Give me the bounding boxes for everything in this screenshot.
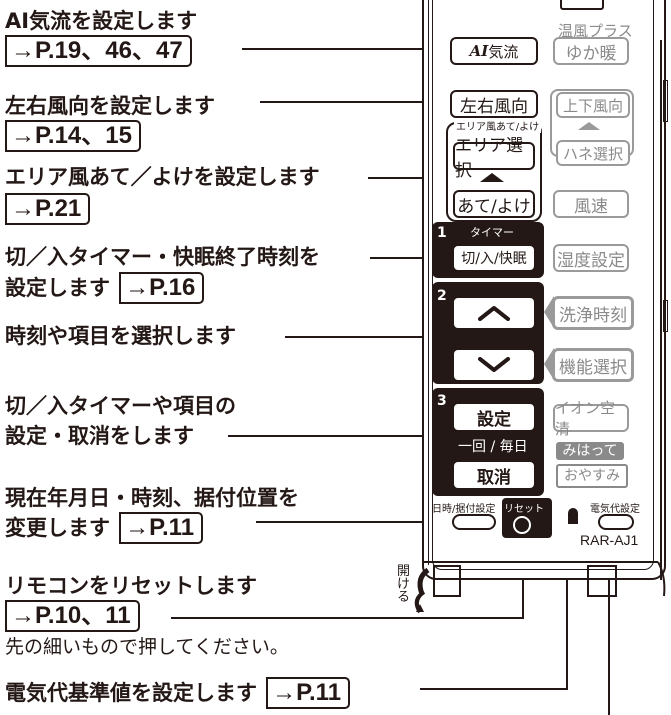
date-setting-label: 日時/据付設定 <box>432 504 496 515</box>
kino-sentaku-button[interactable]: 機能選択 <box>552 348 634 382</box>
kino-arrow-tip <box>544 348 554 380</box>
hane-sentaku-button[interactable]: ハネ選択 <box>556 140 630 166</box>
timer-leader-line <box>370 257 452 259</box>
reset-hole-button[interactable] <box>513 516 531 534</box>
lr-label: 左右風向を設定します <box>5 94 215 118</box>
open-arrow-icon <box>414 590 426 614</box>
reset-label: リモコンをリセットします <box>5 574 257 598</box>
reset-small-label: リセット <box>504 504 544 515</box>
area-triangle-icon <box>480 173 504 182</box>
elec-leader-v <box>566 518 568 690</box>
date-page-ref[interactable]: →P.11 <box>119 512 204 544</box>
remote-top-window <box>560 0 604 10</box>
step-3-number: 3 <box>437 393 447 409</box>
area-page-ref[interactable]: →P.21 <box>5 193 91 225</box>
elec-label: 電気代基準値を設定します <box>5 681 257 705</box>
ichikai-mainichi-label: 一回 / 毎日 <box>458 439 528 455</box>
mihatte-button[interactable]: みはって <box>556 442 624 460</box>
sensor-indicator <box>568 508 578 524</box>
battery-cover-outline <box>417 561 666 597</box>
lr-leader-line <box>260 101 452 103</box>
onsen-plus-label: 温風プラス <box>558 22 633 40</box>
ai-leader-line <box>242 48 452 50</box>
select-label: 時刻や項目を選択します <box>5 324 236 348</box>
date-label-line2: 変更します <box>5 516 110 540</box>
set-label-line1: 切／入タイマーや項目の <box>5 394 236 418</box>
shitsudo-settei-button[interactable]: 湿度設定 <box>553 244 629 272</box>
settei-button[interactable]: 設定 <box>452 402 536 432</box>
ai-kiryu-suffix: 気流 <box>488 42 519 61</box>
elec-leader-h <box>420 688 568 690</box>
reset-ref-wrap: →P.10、11 <box>5 600 140 632</box>
remote-right-edge <box>660 40 670 580</box>
lr-ref-wrap: →P.14、15 <box>5 120 141 152</box>
ion-kusei-button[interactable]: イオン空清 <box>553 399 629 438</box>
set-leader-line <box>228 435 453 437</box>
timer-line2: 設定します →P.16 <box>5 272 205 304</box>
remote-side-groove-1 <box>663 80 668 122</box>
reset-leader-h <box>171 617 524 619</box>
area-label: エリア風あて／よけを設定します <box>5 165 320 189</box>
fusoku-button[interactable]: 風速 <box>553 190 629 218</box>
step-1-number: 1 <box>437 225 447 241</box>
remote-edge <box>428 0 433 565</box>
ai-page-ref[interactable]: →P.19、46、47 <box>5 35 192 67</box>
kiri-iri-kaimin-button[interactable]: 切/入/快眠 <box>452 244 536 272</box>
senjo-jikoku-button[interactable]: 洗浄時刻 <box>552 296 634 330</box>
date-label-line1: 現在年月日・時刻、据付位置を <box>5 486 299 510</box>
reset-note: 先の細いもので押してください。 <box>5 636 289 658</box>
lr-page-ref[interactable]: →P.14、15 <box>5 120 141 152</box>
date-setting-button[interactable] <box>452 514 496 530</box>
down-button[interactable] <box>452 348 536 382</box>
model-leader-v <box>608 560 610 715</box>
timer-label-line2: 設定します <box>5 276 110 300</box>
ai-ref-wrap: →P.19、46、47 <box>5 35 192 67</box>
chevron-up-icon <box>478 306 510 321</box>
yuka-dan-button[interactable]: ゆか暖 <box>553 37 629 65</box>
reset-page-ref[interactable]: →P.10、11 <box>5 600 140 632</box>
senjo-arrow-tip <box>544 296 554 328</box>
timer-page-ref[interactable]: →P.16 <box>119 272 205 304</box>
area-group-label: エリア風あて/よけ <box>454 118 542 133</box>
chevron-down-icon <box>478 357 510 372</box>
sayu-fukou-button[interactable]: 左右風向 <box>450 90 538 118</box>
open-label: 開ける <box>397 564 411 605</box>
elec-line: 電気代基準値を設定します →P.11 <box>5 677 351 709</box>
elec-page-ref[interactable]: →P.11 <box>266 677 351 709</box>
ai-kiryu-prefix: AI <box>469 42 489 60</box>
set-label-line2: 設定・取消をします <box>5 424 194 448</box>
date-leader-line <box>256 521 452 523</box>
date-line2: 変更します →P.11 <box>5 512 204 544</box>
oyasumi-button[interactable]: おやすみ <box>556 464 628 488</box>
ai-label: AI気流を設定します <box>5 9 198 33</box>
joge-fukou-button[interactable]: 上下風向 <box>556 92 630 118</box>
model-number: RAR-AJ1 <box>580 532 639 548</box>
ate-yoke-button[interactable]: あて/よけ <box>453 190 535 218</box>
timer-label-line1: 切／入タイマー・快眠終了時刻を <box>5 245 320 269</box>
denki-setting-button[interactable] <box>598 514 634 530</box>
joge-triangle-icon <box>578 122 600 130</box>
denki-setting-label: 電気代設定 <box>590 504 640 515</box>
area-leader-line <box>368 177 452 179</box>
select-leader-line <box>285 336 453 338</box>
remote-side-groove-2 <box>663 300 668 332</box>
area-sentaku-button[interactable]: エリア選択 <box>453 136 535 181</box>
torikeshi-button[interactable]: 取消 <box>452 460 536 490</box>
area-ref-wrap: →P.21 <box>5 193 91 225</box>
step-2-number: 2 <box>437 288 447 304</box>
timer-small-label: タイマー <box>470 226 514 239</box>
up-button[interactable] <box>452 296 536 330</box>
